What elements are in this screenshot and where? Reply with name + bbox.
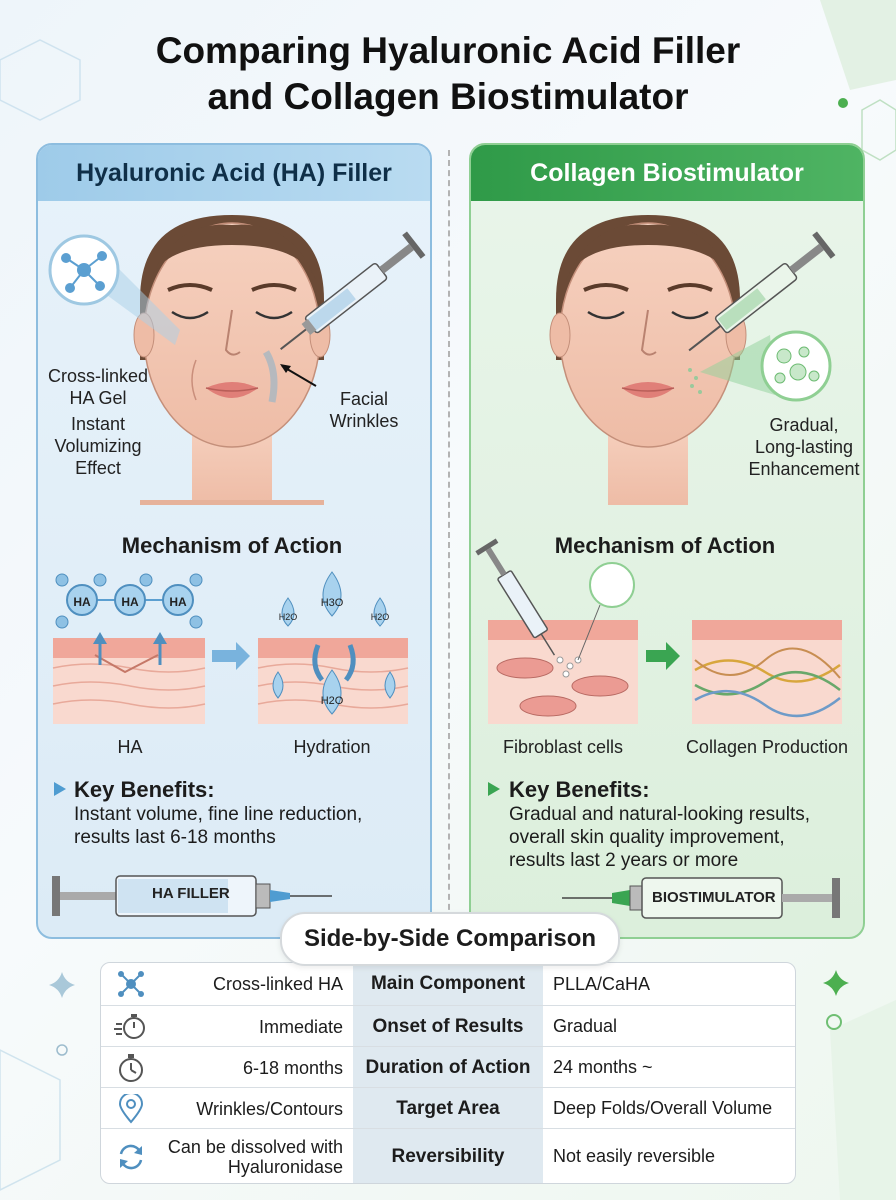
ha-filler-syringe [52,875,332,917]
table-row: 6-18 months Duration of Action 24 months… [101,1046,795,1088]
bio-syringe-label: BIOSTIMULATOR [652,889,776,906]
collagen-production-caption: Collagen Production [685,737,849,757]
sparkle-icon [49,972,75,998]
molecule-icon [101,963,161,1005]
water-label: H2O [278,612,298,622]
biostimulator-syringe [562,877,840,919]
location-pin-icon [101,1088,161,1129]
fibroblast-skin-layer [488,620,638,724]
table-row: Wrinkles/Contours Target Area Deep Folds… [101,1087,795,1129]
ha-benefits-text: Instant volume, fine line reduction,resu… [74,804,363,848]
stopwatch-fast-icon [101,1006,161,1047]
water-label: H3O [320,597,344,609]
refresh-icon [101,1129,161,1183]
bio-mechanism-title: Mechanism of Action [554,533,776,558]
ha-flow-arrow [212,642,250,670]
comparison-table: Cross-linked HA Main Component PLLA/CaHA… [100,962,796,1184]
ha-face-illustration [133,215,331,505]
bio-benefits-text: Gradual and natural-looking results,over… [509,804,811,871]
timer-icon [101,1047,161,1088]
panel-divider [448,150,450,930]
ha-syringe-label: HA FILLER [152,885,230,902]
comparison-title: Side-by-Side Comparison [280,912,620,966]
molecule-label: HA [73,595,91,609]
ha-molecule-chain [55,573,203,629]
small-bio-syringe [475,538,556,656]
collagen-skin-layer [692,620,842,724]
bio-syringe-illustration [688,231,836,352]
ha-benefits-title: Key Benefits: [74,777,215,802]
ha-panel-header: Hyaluronic Acid (HA) Filler [38,145,430,201]
ha-mechanism-title: Mechanism of Action [121,533,343,558]
water-droplets [272,571,396,715]
molecule-label: HA [169,595,187,609]
hydration-caption: Hydration [293,737,371,757]
ha-skin-layer [52,632,206,724]
fibroblast-caption: Fibroblast cells [502,737,624,757]
bio-panel-header: Collagen Biostimulator [471,145,863,201]
particle-zoom-icon [589,562,635,608]
bio-flow-arrow [646,642,680,670]
water-label: H2O [370,612,390,622]
sparkle-icon [823,970,849,996]
table-row: Cross-linked HA Main Component PLLA/CaHA [101,963,795,1005]
ha-benefit-marker-icon [54,782,66,796]
molecule-label: HA [121,595,139,609]
bio-particle-magnifier [700,330,832,402]
water-label: H2O [320,695,344,707]
biostimulator-panel: Collagen Biostimulator [469,143,865,939]
bio-face-illustration [549,215,747,505]
bio-benefit-marker-icon [488,782,500,796]
ha-molecule-magnifier [48,234,180,345]
bio-benefits-title: Key Benefits: [509,777,650,802]
ha-syringe-illustration [280,231,426,350]
table-row: Immediate Onset of Results Gradual [101,1005,795,1047]
ha-caption: HA [117,737,143,757]
page-title: Comparing Hyaluronic Acid Filler and Col… [155,30,741,117]
